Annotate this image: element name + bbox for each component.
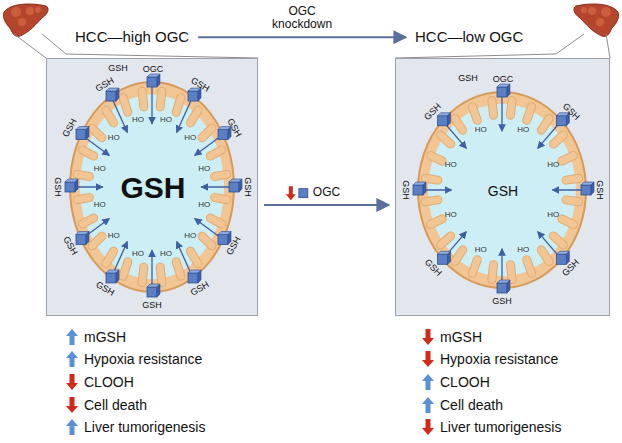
ogc-carrier bbox=[556, 251, 569, 264]
zoom-panel: OGC GSH bbox=[46, 58, 258, 316]
effect-label: CLOOH bbox=[440, 375, 490, 389]
liver-icon bbox=[574, 4, 619, 36]
node-text: HCC—low OGC bbox=[415, 29, 523, 46]
decrease-arrow bbox=[422, 329, 434, 345]
metabolite-label: GSH bbox=[120, 173, 185, 203]
metabolite-label: GSH bbox=[458, 74, 478, 83]
radical-label: HO bbox=[547, 161, 559, 169]
effect-label: Liver tumorigenesis bbox=[84, 420, 205, 434]
transporter-label: OGC bbox=[493, 75, 514, 84]
metabolite-label: GSH bbox=[488, 184, 518, 198]
decrease-arrow bbox=[66, 374, 78, 390]
transporter-label: OGC bbox=[143, 65, 164, 74]
radical-label: HO bbox=[132, 116, 144, 124]
effect-label: Cell death bbox=[84, 398, 147, 412]
effect-label: mGSH bbox=[440, 330, 482, 344]
ogc-carrier bbox=[497, 84, 510, 97]
ogc-carrier bbox=[76, 127, 89, 140]
panel-ground bbox=[395, 58, 610, 316]
metabolite-label: GSH bbox=[243, 177, 252, 197]
ogc-carrier bbox=[76, 232, 89, 245]
radical-label: HO bbox=[132, 250, 144, 258]
radical-label: HO bbox=[445, 161, 457, 169]
condition-node: HCC—low OGC bbox=[412, 27, 526, 48]
effect-label: Cell death bbox=[440, 398, 503, 412]
radical-label: HO bbox=[108, 134, 120, 142]
ogc-carrier bbox=[413, 182, 426, 195]
ogc-carrier bbox=[147, 74, 160, 87]
radical-label: HO bbox=[94, 165, 106, 173]
radical-label: HO bbox=[475, 246, 487, 254]
effect-label: Hypoxia resistance bbox=[84, 352, 202, 366]
ogc-carrier bbox=[218, 232, 231, 245]
transport-arrow bbox=[151, 82, 152, 124]
effect-label: Hypoxia resistance bbox=[440, 352, 558, 366]
radical-label: HO bbox=[160, 250, 172, 258]
node-text: HCC—high OGC bbox=[75, 29, 189, 46]
radical-label: HO bbox=[517, 126, 529, 134]
transport-arrow bbox=[177, 96, 193, 132]
mitochondrion bbox=[65, 74, 242, 297]
radical-label: HO bbox=[184, 134, 196, 142]
increase-arrow bbox=[422, 397, 434, 413]
ogc-carrier bbox=[438, 251, 451, 264]
decrease-arrow bbox=[66, 397, 78, 413]
radical-label: HO bbox=[445, 211, 457, 219]
radical-label: HO bbox=[160, 116, 172, 124]
liver-icon bbox=[3, 4, 48, 36]
effect-label: Liver tumorigenesis bbox=[440, 420, 561, 434]
zoom-line bbox=[606, 34, 610, 58]
zoom-line bbox=[14, 34, 46, 58]
ogc-carrier bbox=[106, 270, 119, 283]
metabolite-label: GSH bbox=[595, 180, 604, 200]
edge-label: OGC knockdown bbox=[262, 5, 342, 33]
ogc-carrier bbox=[497, 280, 510, 293]
decrease-arrow bbox=[286, 186, 296, 200]
radical-label: HO bbox=[475, 126, 487, 134]
ogc-carrier bbox=[581, 182, 594, 195]
metabolite-label: GSH bbox=[401, 180, 410, 200]
radical-label: HO bbox=[198, 201, 210, 209]
condition-node: HCC—high OGC bbox=[72, 27, 192, 48]
zoom-panel: OGC GSH bbox=[395, 58, 610, 316]
ogc-carrier bbox=[229, 179, 242, 192]
effect-label: mGSH bbox=[84, 330, 126, 344]
metabolite-label: GSH bbox=[108, 64, 128, 73]
decrease-arrow bbox=[422, 419, 434, 435]
radical-label: HO bbox=[198, 165, 210, 173]
metabolite-label: GSH bbox=[53, 177, 62, 197]
ogc-carrier bbox=[106, 88, 119, 101]
transport-arrow bbox=[501, 92, 502, 131]
increase-arrow bbox=[422, 374, 434, 390]
increase-arrow bbox=[66, 351, 78, 367]
radical-label: HO bbox=[517, 246, 529, 254]
flow-arrow bbox=[264, 204, 389, 206]
metabolite-label: GSH bbox=[492, 297, 512, 306]
ogc-carrier bbox=[438, 113, 451, 126]
ogc-carrier bbox=[65, 179, 78, 192]
mitochondrion bbox=[413, 84, 594, 293]
ogc-carrier bbox=[188, 270, 201, 283]
increase-arrow bbox=[66, 329, 78, 345]
radical-label: HO bbox=[547, 211, 559, 219]
ogc-carrier bbox=[299, 189, 308, 198]
flow-arrow bbox=[198, 36, 406, 38]
edge-label: OGC bbox=[287, 186, 367, 200]
decrease-arrow bbox=[422, 351, 434, 367]
radical-label: HO bbox=[94, 201, 106, 209]
ogc-carrier bbox=[147, 284, 160, 297]
radical-label: HO bbox=[108, 232, 120, 240]
increase-arrow bbox=[66, 419, 78, 435]
panel-ground bbox=[46, 58, 258, 316]
transport-arrow bbox=[111, 96, 127, 132]
effect-label: CLOOH bbox=[84, 375, 134, 389]
radical-label: HO bbox=[184, 232, 196, 240]
metabolite-label: GSH bbox=[142, 301, 162, 310]
